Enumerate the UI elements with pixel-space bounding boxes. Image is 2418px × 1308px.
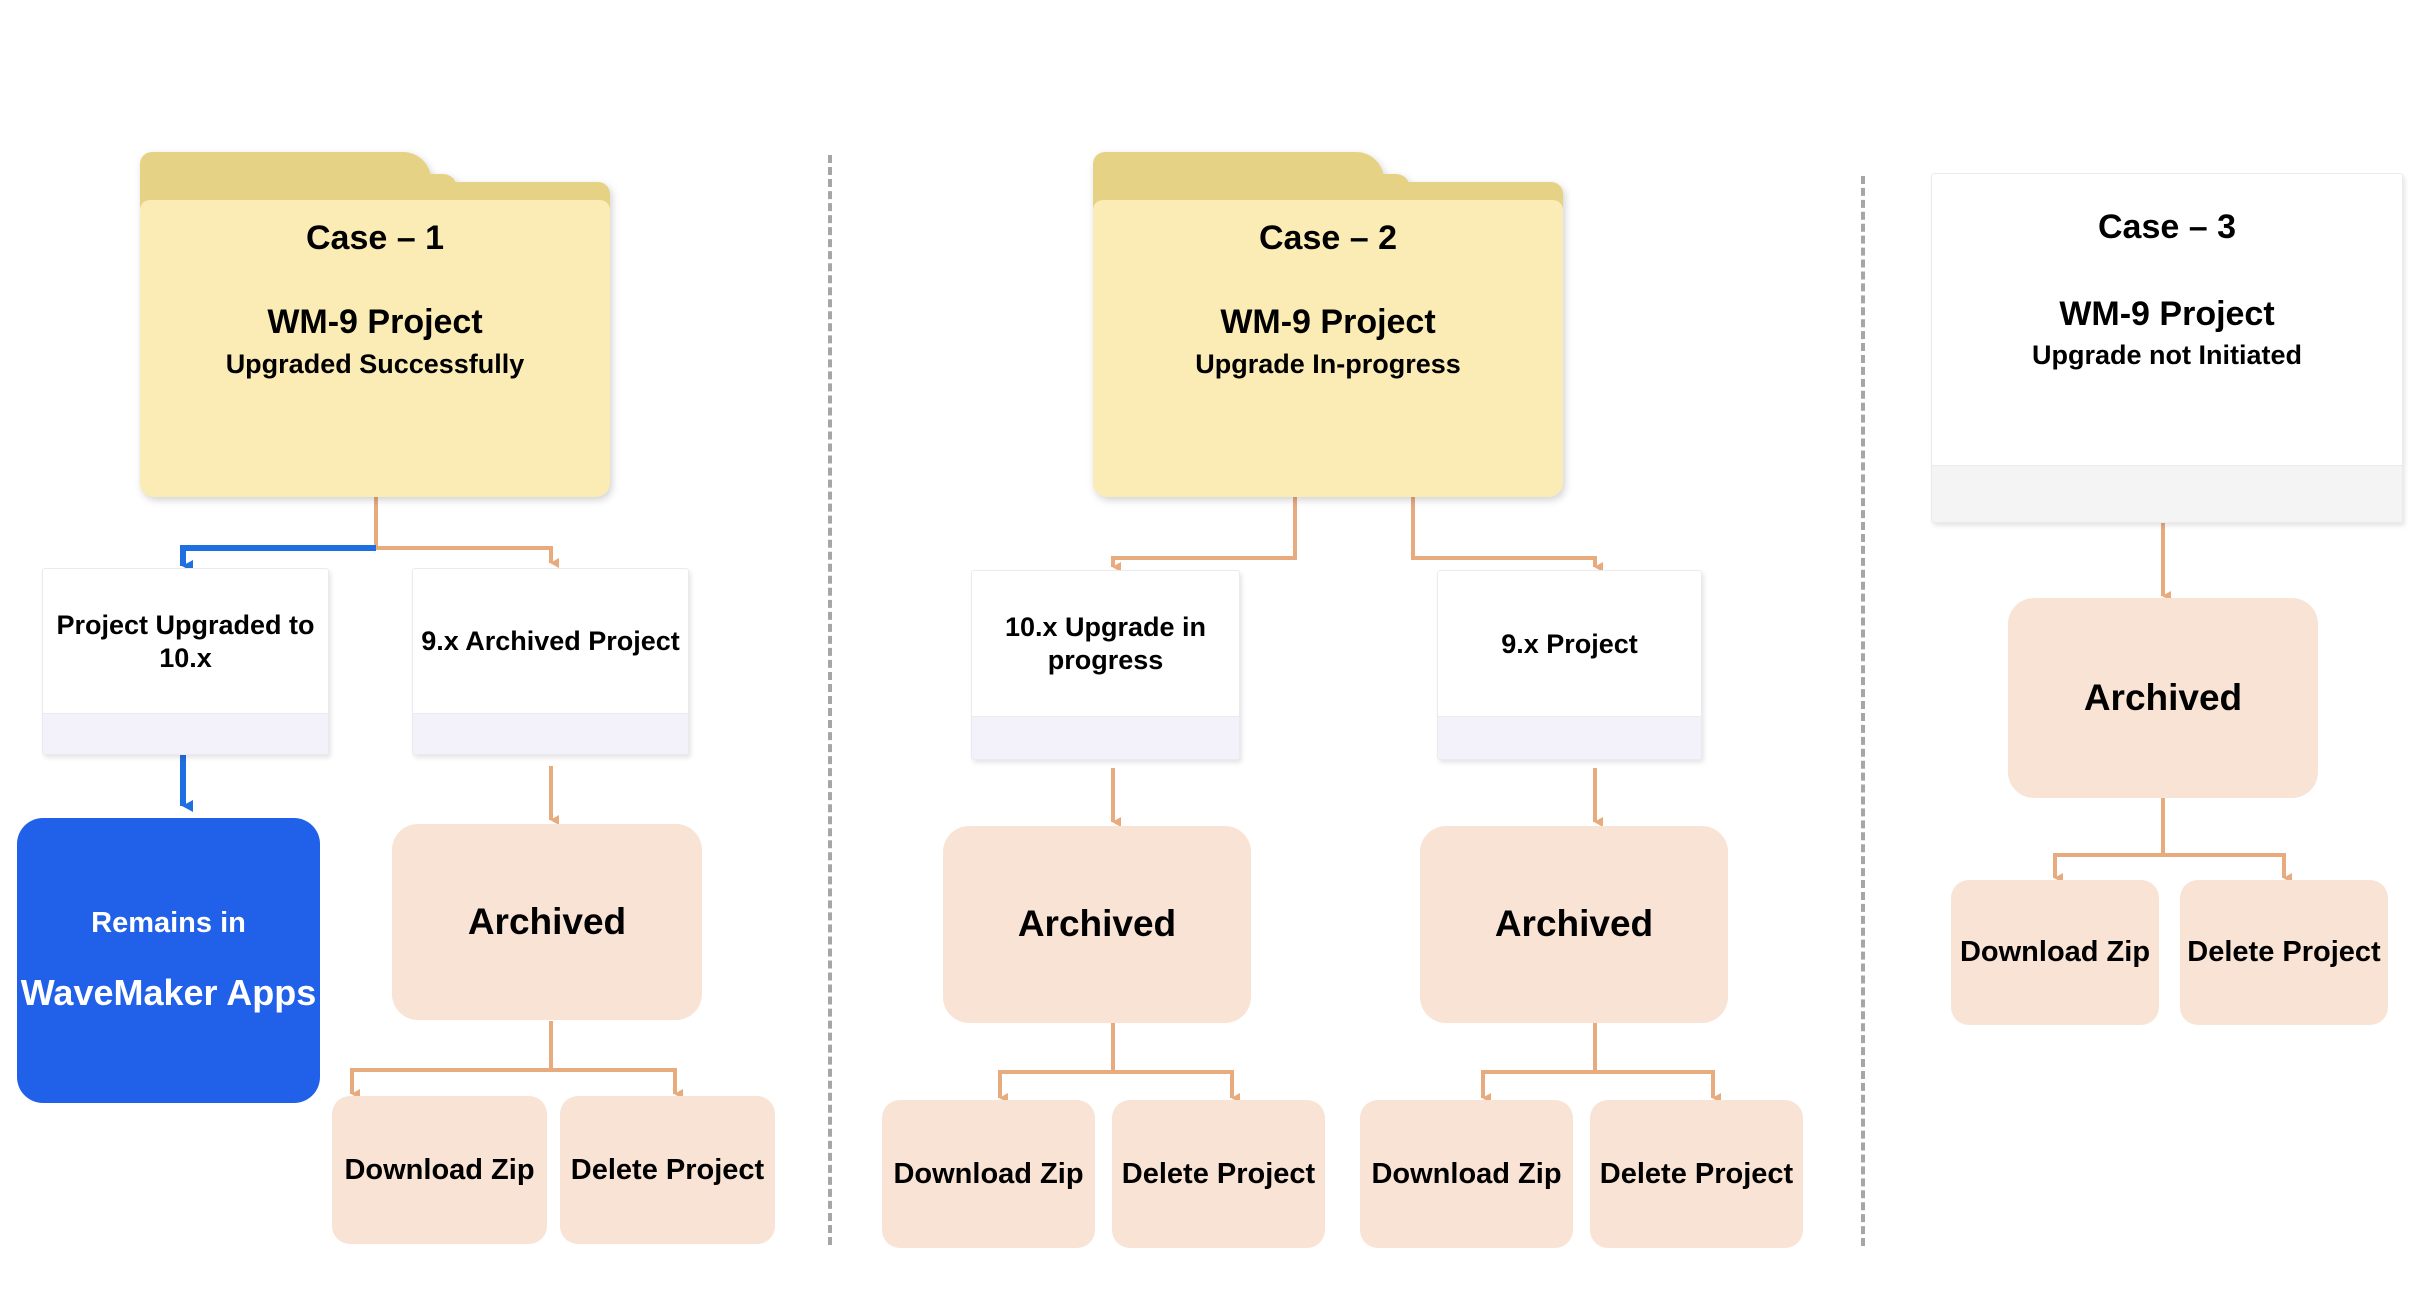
- case1-remains-line1: Remains in: [91, 907, 246, 940]
- case1-delete-project-box[interactable]: Delete Project: [560, 1096, 775, 1244]
- case2-left-card[interactable]: 10.x Upgrade in progress: [971, 570, 1240, 760]
- folder-body: [140, 200, 610, 497]
- case3-header-text: Case – 3 WM-9 Project Upgrade not Initia…: [1932, 174, 2402, 371]
- case1-right-card[interactable]: 9.x Archived Project: [412, 568, 689, 755]
- case1-folder-text: Case – 1 WM-9 Project Upgraded Successfu…: [140, 200, 610, 497]
- case2-right-download-zip-label: Download Zip: [1371, 1157, 1562, 1190]
- case1-right-card-footer: [413, 713, 688, 754]
- case2-right-archived-box[interactable]: Archived: [1420, 826, 1728, 1023]
- case3-project-name: WM-9 Project: [2059, 295, 2275, 333]
- case1-right-card-body: 9.x Archived Project: [413, 569, 688, 714]
- case2-right-card-body: 9.x Project: [1438, 571, 1701, 717]
- case1-left-card-footer: [43, 713, 328, 754]
- case3-download-zip-box[interactable]: Download Zip: [1951, 880, 2159, 1025]
- case2-left-download-zip-box[interactable]: Download Zip: [882, 1100, 1095, 1248]
- case3-header-card[interactable]: Case – 3 WM-9 Project Upgrade not Initia…: [1931, 173, 2403, 523]
- case1-status: Upgraded Successfully: [225, 349, 525, 380]
- case2-right-card-footer: [1438, 716, 1701, 759]
- case3-archived-box[interactable]: Archived: [2008, 598, 2318, 798]
- case2-folder-text: Case – 2 WM-9 Project Upgrade In-progres…: [1093, 200, 1563, 497]
- case2-right-delete-project-label: Delete Project: [1599, 1157, 1794, 1190]
- folder-body: [1093, 200, 1563, 497]
- case1-archived-label: Archived: [467, 900, 627, 942]
- folder-tab: [1093, 152, 1411, 196]
- case2-right-download-zip-box[interactable]: Download Zip: [1360, 1100, 1573, 1248]
- case2-left-card-label: 10.x Upgrade in progress: [1004, 612, 1207, 675]
- case1-download-zip-box[interactable]: Download Zip: [332, 1096, 547, 1244]
- case2-left-card-body: 10.x Upgrade in progress: [972, 571, 1239, 717]
- case3-delete-project-box[interactable]: Delete Project: [2180, 880, 2388, 1025]
- case2-right-delete-project-box[interactable]: Delete Project: [1590, 1100, 1803, 1248]
- case2-left-download-zip-label: Download Zip: [893, 1157, 1084, 1190]
- case2-left-archived-label: Archived: [1017, 903, 1177, 945]
- case2-case-label: Case – 2: [1259, 219, 1397, 257]
- divider-1: [828, 155, 832, 1245]
- case3-status: Upgrade not Initiated: [2032, 340, 2302, 370]
- folder-tab: [140, 152, 458, 196]
- case3-delete-project-label: Delete Project: [2187, 936, 2381, 969]
- case1-folder[interactable]: Case – 1 WM-9 Project Upgraded Successfu…: [140, 152, 610, 497]
- case3-case-label: Case – 3: [2098, 208, 2236, 246]
- case3-download-zip-label: Download Zip: [1959, 936, 2151, 969]
- case3-archived-label: Archived: [2083, 676, 2243, 718]
- case1-remains-line2: WaveMaker Apps: [20, 971, 317, 1013]
- case2-left-delete-project-box[interactable]: Delete Project: [1112, 1100, 1325, 1248]
- case1-left-card[interactable]: Project Upgraded to 10.x: [42, 568, 329, 755]
- case2-right-card[interactable]: 9.x Project: [1437, 570, 1702, 760]
- case2-right-archived-label: Archived: [1494, 903, 1654, 945]
- case2-left-delete-project-label: Delete Project: [1121, 1157, 1316, 1190]
- case1-archived-box[interactable]: Archived: [392, 824, 702, 1020]
- case1-delete-project-label: Delete Project: [570, 1153, 765, 1186]
- case2-left-card-footer: [972, 716, 1239, 759]
- case1-project-name: WM-9 Project: [267, 303, 483, 342]
- case2-left-archived-box[interactable]: Archived: [943, 826, 1251, 1023]
- case2-folder[interactable]: Case – 2 WM-9 Project Upgrade In-progres…: [1093, 152, 1563, 497]
- case1-left-card-body: Project Upgraded to 10.x: [43, 569, 328, 714]
- case1-left-card-label: Project Upgraded to 10.x: [56, 609, 315, 673]
- case1-download-zip-label: Download Zip: [344, 1153, 535, 1186]
- case2-right-card-label: 9.x Project: [1501, 628, 1638, 659]
- divider-2: [1861, 176, 1865, 1246]
- case3-header-card-footer: [1932, 465, 2402, 522]
- case1-right-card-label: 9.x Archived Project: [421, 626, 680, 657]
- case1-case-label: Case – 1: [306, 219, 444, 257]
- case2-status: Upgrade In-progress: [1195, 349, 1461, 380]
- case1-remains-box[interactable]: Remains in WaveMaker Apps: [17, 818, 320, 1103]
- case2-project-name: WM-9 Project: [1220, 303, 1436, 342]
